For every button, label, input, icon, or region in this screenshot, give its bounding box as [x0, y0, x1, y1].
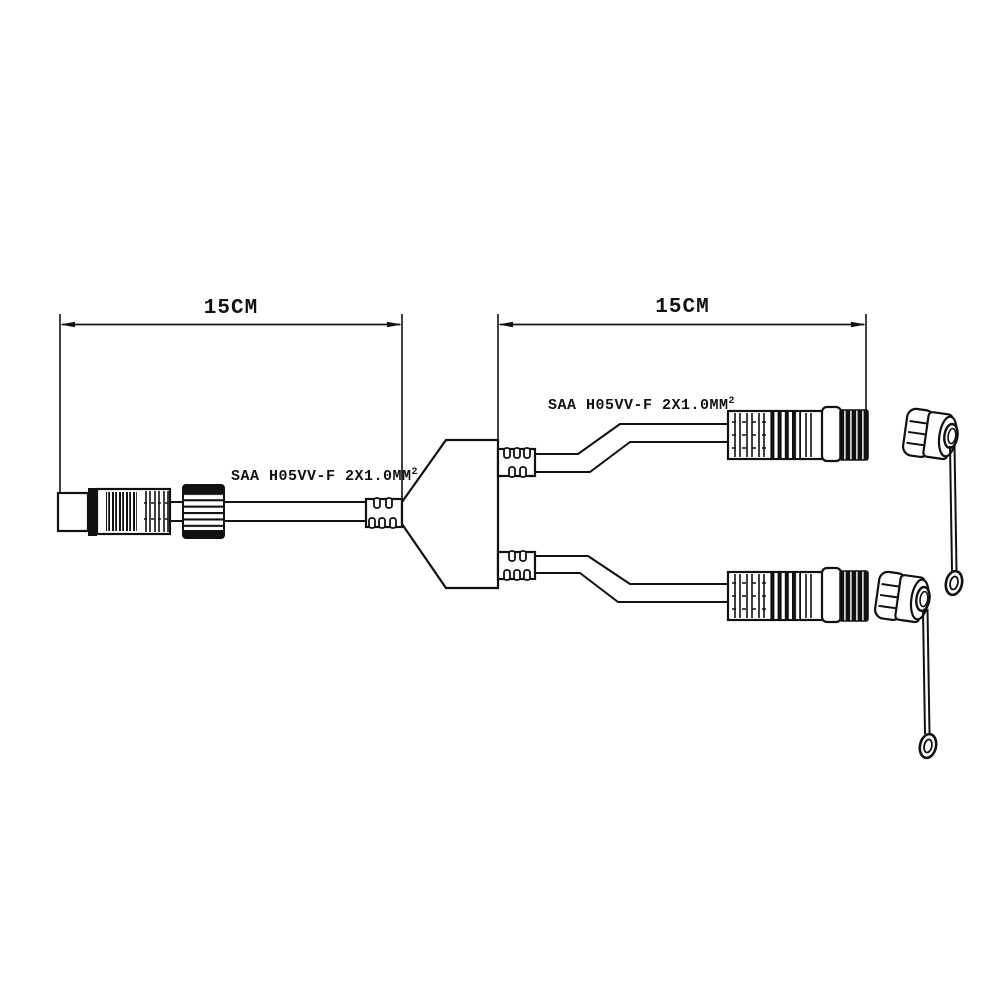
cable-spec-label-trunk: SAA H05VV-F 2X1.0MM2 — [231, 467, 418, 485]
y-splitter-body — [364, 438, 537, 590]
cable-spec-text-trunk: SAA H05VV-F 2X1.0MM — [231, 468, 412, 485]
cap-tether-lower — [918, 608, 938, 760]
cable-gland-output-upper — [496, 447, 537, 478]
dimension-left — [59, 314, 403, 502]
cable-spec-exponent-trunk: 2 — [411, 467, 419, 478]
dimension-label-left: 15CM — [203, 297, 259, 320]
dimension-right — [497, 314, 867, 440]
cable-gland-input — [364, 497, 404, 529]
female-connector-upper — [726, 405, 870, 463]
cap-tether-upper — [944, 444, 964, 597]
female-connector-lower — [726, 566, 870, 624]
branch-cable-upper — [535, 423, 728, 473]
coupling-nut — [170, 484, 225, 539]
contact-segments — [144, 491, 170, 532]
cable-gland-output-lower — [496, 550, 537, 581]
male-connector — [56, 487, 172, 536]
cable-spec-text-upper: SAA H05VV-F 2X1.0MM — [548, 397, 729, 414]
cable-spec-label-upper: SAA H05VV-F 2X1.0MM2 — [548, 396, 735, 414]
protective-cap-lower — [872, 569, 938, 760]
protective-cap-upper — [900, 406, 964, 597]
grip-ribs — [106, 492, 137, 531]
trunk-cable — [224, 501, 366, 522]
dimension-label-right: 15CM — [655, 296, 710, 319]
cable-spec-exponent-upper: 2 — [728, 396, 736, 407]
branch-cable-lower — [535, 555, 728, 603]
